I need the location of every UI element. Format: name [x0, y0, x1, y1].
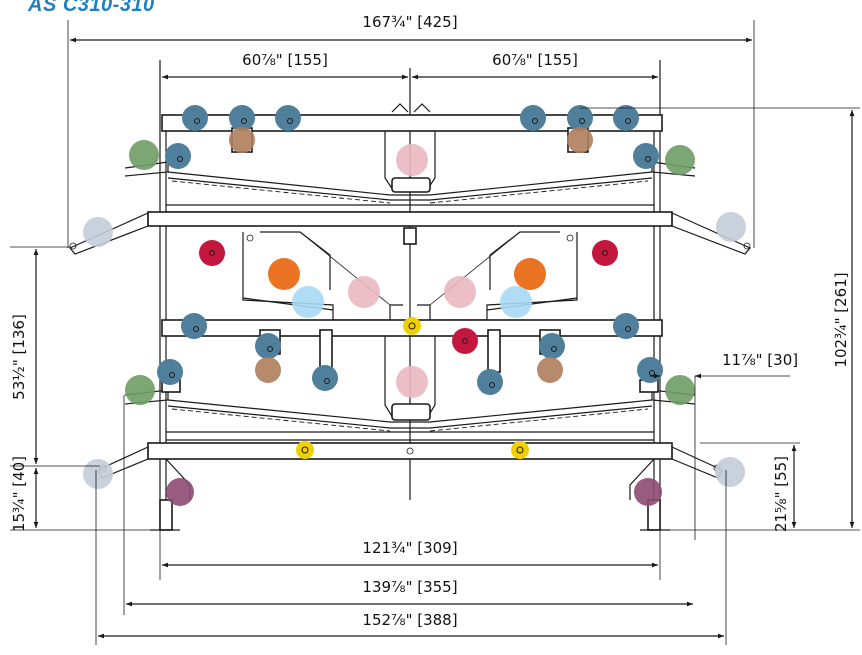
grey-marker: [716, 212, 746, 242]
lightblue-marker: [292, 286, 324, 318]
blue-marker: [255, 333, 281, 359]
pink-marker: [396, 144, 428, 176]
blue-marker: [229, 105, 255, 131]
blue-marker-bolt: [551, 346, 557, 352]
dim-left-foot-height: 15¾" [40]: [10, 456, 28, 532]
grey-marker: [83, 217, 113, 247]
crimson-marker-bolt: [209, 250, 215, 256]
dim-left-lower-height: 53½" [136]: [10, 314, 28, 400]
machine-structure: [69, 60, 751, 531]
yellow-marker-bolt: [516, 446, 524, 454]
blue-marker: [633, 143, 659, 169]
blue-marker-bolt: [645, 156, 651, 162]
grey-marker: [83, 459, 113, 489]
blue-marker-bolt: [625, 118, 631, 124]
blue-marker: [613, 105, 639, 131]
pink-marker: [444, 276, 476, 308]
blue-marker-bolt: [169, 372, 175, 378]
orange-marker: [514, 258, 546, 290]
pink-marker: [348, 276, 380, 308]
yellow-marker-bolt: [301, 446, 309, 454]
blue-marker-bolt: [625, 326, 631, 332]
green-marker: [129, 140, 159, 170]
brown-marker: [537, 357, 563, 383]
crimson-marker-bolt: [602, 250, 608, 256]
blue-marker-bolt: [241, 118, 247, 124]
pink-marker: [396, 366, 428, 398]
yellow-marker: [511, 441, 529, 459]
green-marker: [665, 375, 695, 405]
blue-marker-bolt: [194, 118, 200, 124]
dim-left-half-width: 60⅞" [155]: [242, 51, 328, 69]
drawing-title: AS C310-310: [28, 0, 155, 16]
yellow-marker: [296, 441, 314, 459]
blue-marker: [520, 105, 546, 131]
brown-marker: [255, 357, 281, 383]
blue-marker: [157, 359, 183, 385]
purple-marker: [166, 478, 194, 506]
dim-overall-height: 102¾" [261]: [832, 272, 850, 367]
blue-marker: [637, 357, 663, 383]
lightblue-marker: [500, 286, 532, 318]
blue-marker: [312, 365, 338, 391]
dim-mid-width: 139⅞" [355]: [362, 578, 457, 596]
blue-marker-bolt: [267, 346, 273, 352]
purple-marker: [634, 478, 662, 506]
green-marker: [665, 145, 695, 175]
crimson-marker: [452, 328, 478, 354]
crimson-marker: [592, 240, 618, 266]
marker-layer: [83, 105, 746, 506]
crimson-marker: [199, 240, 225, 266]
blue-marker-bolt: [532, 118, 538, 124]
dim-right-foot-height: 21⅝" [55]: [772, 456, 790, 532]
dim-outer-width: 152⅞" [388]: [362, 611, 457, 629]
blue-marker: [613, 313, 639, 339]
dim-side-offset: 11⅞" [30]: [722, 351, 798, 369]
yellow-marker: [403, 317, 421, 335]
yellow-marker-bolt: [408, 322, 416, 330]
blue-marker-bolt: [193, 326, 199, 332]
blue-marker-bolt: [177, 156, 183, 162]
blue-marker: [181, 313, 207, 339]
crimson-marker-bolt: [462, 338, 468, 344]
blue-marker-bolt: [579, 118, 585, 124]
blue-marker: [567, 105, 593, 131]
grey-marker: [715, 457, 745, 487]
blue-marker: [182, 105, 208, 131]
dim-overall-width: 167¾" [425]: [362, 13, 457, 31]
green-marker: [125, 375, 155, 405]
brown-marker: [567, 127, 593, 153]
blue-marker-bolt: [489, 382, 495, 388]
dim-right-half-width: 60⅞" [155]: [492, 51, 578, 69]
dim-inner-width: 121¾" [309]: [362, 539, 457, 557]
blue-marker: [165, 143, 191, 169]
orange-marker: [268, 258, 300, 290]
blue-marker-bolt: [324, 378, 330, 384]
blue-marker-bolt: [287, 118, 293, 124]
brown-marker: [229, 127, 255, 153]
blue-marker: [477, 369, 503, 395]
blue-marker: [539, 333, 565, 359]
dimension-labels: 167¾" [425] 60⅞" [155] 60⅞" [155] 102¾" …: [10, 13, 850, 629]
blue-marker: [275, 105, 301, 131]
dimension-lines: [10, 20, 860, 645]
